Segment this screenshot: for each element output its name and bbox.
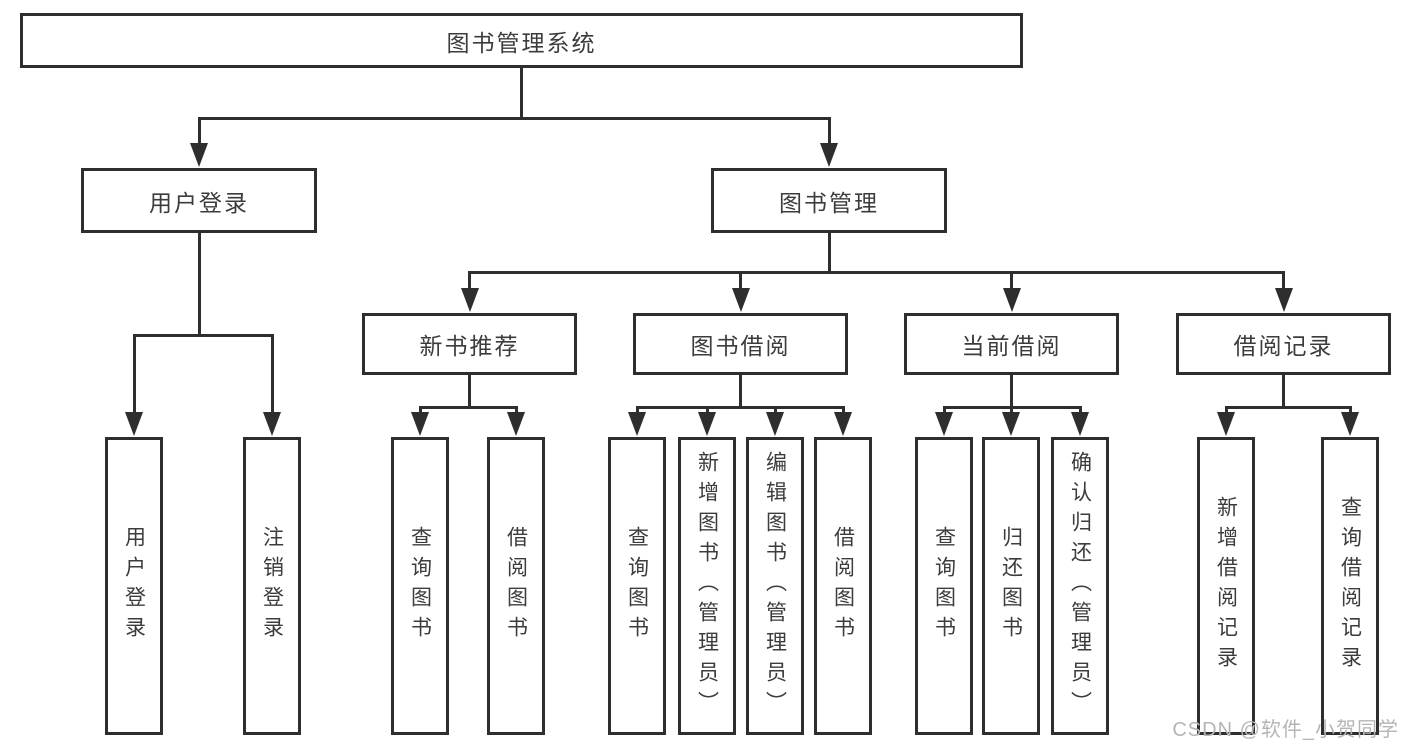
arrowhead-leaf-confirm-return [1071, 412, 1089, 436]
arrowhead-user-login [190, 143, 208, 167]
node-leaf-query-books-3-label: 查询图书 [932, 526, 956, 646]
arrowhead-leaf-logout [263, 412, 281, 436]
node-user-login: 用户登录 [81, 168, 317, 233]
node-root: 图书管理系统 [20, 13, 1023, 68]
node-leaf-borrow-books-1: 借阅图书 [487, 437, 545, 735]
node-leaf-query-books-3: 查询图书 [915, 437, 973, 735]
connector-stub-book-mgmt [827, 233, 831, 274]
connector-stub-book-borrow [739, 375, 742, 409]
node-leaf-logout: 注销登录 [243, 437, 301, 735]
connector-stem-book-mgmt [827, 118, 831, 153]
connector-stem-borrow-records [1282, 272, 1285, 298]
node-leaf-user-login-label: 用户登录 [122, 526, 146, 646]
node-borrow-records-label: 借阅记录 [1233, 333, 1334, 359]
connector-stem-user-login [197, 118, 201, 153]
node-leaf-query-books-1-label: 查询图书 [408, 526, 432, 646]
node-leaf-query-books-2-label: 查询图书 [625, 526, 649, 646]
node-leaf-add-books: 新增图书（管理员） [678, 437, 736, 735]
node-leaf-return-books: 归还图书 [982, 437, 1040, 735]
node-leaf-add-books-label: 新增图书（管理员） [695, 451, 719, 721]
node-leaf-borrow-books-2-label: 借阅图书 [831, 526, 855, 646]
connector-rail-borrow-records [1224, 405, 1352, 409]
node-book-borrow-label: 图书借阅 [690, 333, 791, 359]
node-leaf-borrow-books-2: 借阅图书 [814, 437, 872, 735]
node-book-borrow: 图书借阅 [633, 313, 848, 375]
connector-stub-root [520, 68, 523, 120]
connector-rail-book-mgmt [468, 270, 1285, 274]
node-leaf-query-books-2: 查询图书 [608, 437, 666, 735]
node-current-borrow: 当前借阅 [904, 313, 1119, 375]
arrowhead-leaf-borrow-books-1 [507, 412, 525, 436]
arrowhead-new-books [460, 288, 479, 312]
arrowhead-leaf-query-borrow-record [1341, 412, 1359, 436]
connector-rail-user-login [132, 333, 274, 337]
node-leaf-add-borrow-record-label: 新增借阅记录 [1214, 496, 1238, 676]
arrowhead-borrow-records [1274, 288, 1293, 312]
node-borrow-records: 借阅记录 [1176, 313, 1391, 375]
node-leaf-edit-books-label: 编辑图书（管理员） [763, 451, 787, 721]
node-leaf-query-books-1: 查询图书 [391, 437, 449, 735]
node-leaf-confirm-return-label: 确认归还（管理员） [1068, 451, 1092, 721]
csdn-watermark: CSDN @软件_小贺同学 [1172, 719, 1399, 741]
arrowhead-leaf-query-books-2 [628, 412, 646, 436]
connector-stem-leaf-logout [270, 335, 274, 422]
connector-stub-borrow-records [1282, 375, 1285, 409]
arrowhead-book-mgmt [820, 143, 838, 167]
node-leaf-query-borrow-record-label: 查询借阅记录 [1338, 496, 1362, 676]
connector-rail-root [197, 116, 831, 120]
arrowhead-leaf-borrow-books-2 [834, 412, 852, 436]
node-leaf-add-borrow-record: 新增借阅记录 [1197, 437, 1255, 735]
node-leaf-borrow-books-1-label: 借阅图书 [504, 526, 528, 646]
connector-stem-book-borrow [739, 272, 742, 298]
arrowhead-leaf-return-books [1002, 412, 1020, 436]
arrowhead-leaf-add-books [698, 412, 716, 436]
arrowhead-current-borrow [1002, 288, 1021, 312]
connector-stem-current-borrow [1010, 272, 1013, 298]
arrowhead-leaf-user-login [125, 412, 143, 436]
connector-rail-new-books [418, 405, 518, 409]
node-root-label: 图书管理系统 [446, 29, 597, 56]
arrowhead-leaf-add-borrow-record [1217, 412, 1235, 436]
connector-stub-user-login [197, 233, 201, 337]
node-leaf-confirm-return: 确认归还（管理员） [1051, 437, 1109, 735]
node-new-books: 新书推荐 [362, 313, 577, 375]
node-leaf-logout-label: 注销登录 [260, 526, 284, 646]
node-new-books-label: 新书推荐 [419, 333, 520, 359]
connector-rail-book-borrow [635, 405, 845, 409]
arrowhead-leaf-query-books-3 [935, 412, 953, 436]
arrowhead-leaf-edit-books [766, 412, 784, 436]
connector-stub-current-borrow [1010, 375, 1013, 409]
node-leaf-user-login: 用户登录 [105, 437, 163, 735]
connector-stem-new-books [468, 272, 471, 298]
node-user-login-label: 用户登录 [149, 189, 249, 216]
connector-stem-leaf-user-login [132, 335, 136, 422]
arrowhead-leaf-query-books-1 [411, 412, 429, 436]
node-current-borrow-label: 当前借阅 [961, 333, 1062, 359]
node-leaf-query-borrow-record: 查询借阅记录 [1321, 437, 1379, 735]
node-book-mgmt: 图书管理 [711, 168, 947, 233]
node-book-mgmt-label: 图书管理 [779, 189, 879, 216]
node-leaf-edit-books: 编辑图书（管理员） [746, 437, 804, 735]
arrowhead-book-borrow [731, 288, 750, 312]
connector-stub-new-books [468, 375, 471, 409]
node-leaf-return-books-label: 归还图书 [999, 526, 1023, 646]
